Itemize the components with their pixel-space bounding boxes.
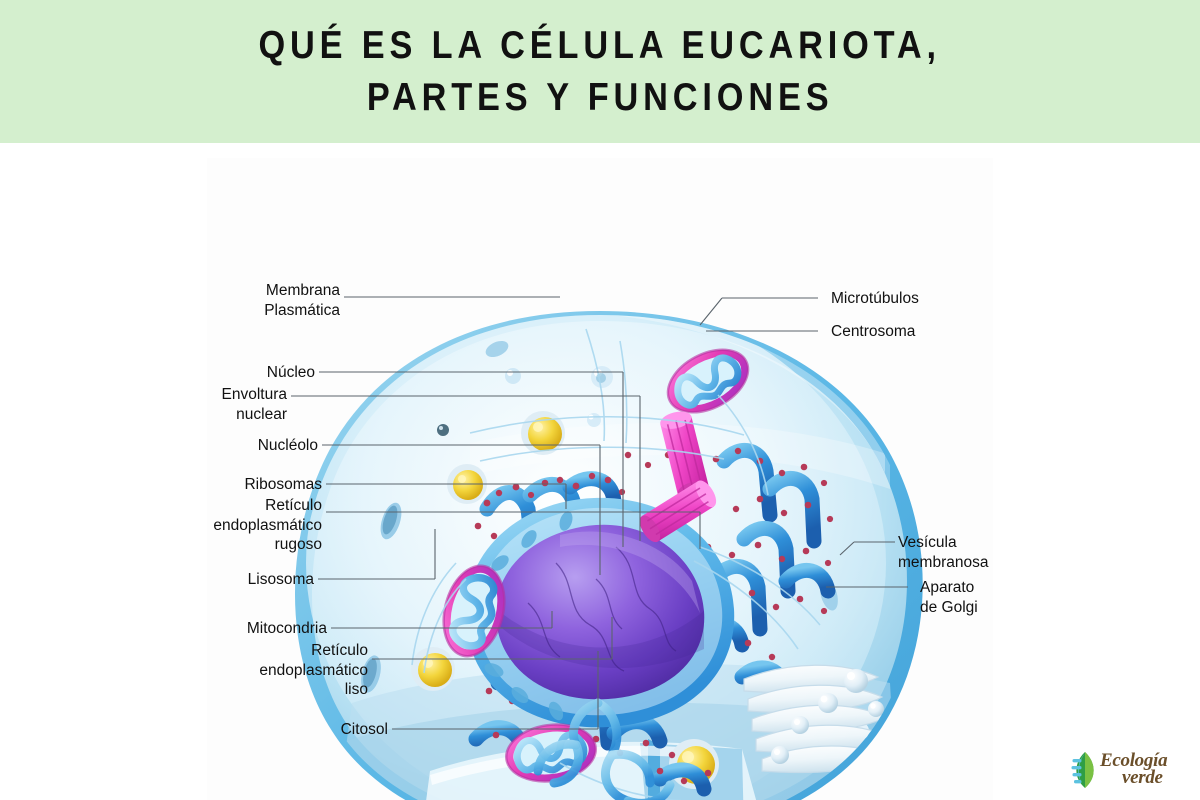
smooth-endoplasmic-reticulum <box>533 698 675 800</box>
header-banner: QUÉ ES LA CÉLULA EUCARIOTA, PARTES Y FUN… <box>0 0 1200 143</box>
cell-diagram-figure: Membrana Plasmática Núcleo Envoltura nuc… <box>0 143 1200 800</box>
logo-word-ecologia: Ecología <box>1100 750 1168 771</box>
mitochondria <box>442 564 506 658</box>
mitochondria <box>666 348 750 414</box>
label-envoltura-nuclear: Envoltura nuclear <box>221 386 287 423</box>
microtubules <box>411 328 821 800</box>
label-aparato-de-golgi: Aparato de Golgi <box>920 579 978 616</box>
centrosome <box>639 411 717 543</box>
label-membrana-plasmatica: Membrana Plasmática <box>264 282 340 319</box>
label-nucleolo: Nucléolo <box>257 437 318 454</box>
label-microtubulos: Microtúbulos <box>831 290 919 307</box>
label-lisosoma: Lisosoma <box>247 571 314 588</box>
logo-word-verde: verde <box>1122 767 1163 788</box>
label-reticulo-endoplasmatico-liso: Retículo endoplasmático liso <box>259 642 368 698</box>
label-vesicula-membranosa: Vesícula membranosa <box>898 534 989 571</box>
nucleus <box>465 497 735 728</box>
eukaryotic-cell-illustration <box>291 296 923 800</box>
nucleolus <box>495 524 705 700</box>
site-logo[interactable]: Ecología verde <box>1070 748 1190 794</box>
label-ribosomas: Ribosomas <box>244 476 322 493</box>
label-nucleo: Núcleo <box>266 364 315 381</box>
membrane-vesicle-group <box>771 669 884 764</box>
label-reticulo-endoplasmatico-rugoso: Retículo endoplasmático rugoso <box>213 497 322 553</box>
page-title-line-1: QUÉ ES LA CÉLULA EUCARIOTA, <box>258 23 942 67</box>
page-title-line-2: PARTES Y FUNCIONES <box>366 75 834 119</box>
label-mitocondria: Mitocondria <box>246 620 327 637</box>
leaf-icon <box>1071 752 1094 788</box>
label-centrosoma: Centrosoma <box>831 323 916 340</box>
label-citosol: Citosol <box>340 721 388 738</box>
leader-lines <box>291 296 908 730</box>
logo-wordmark: Ecología verde <box>1100 750 1192 792</box>
lysosome <box>411 647 455 691</box>
